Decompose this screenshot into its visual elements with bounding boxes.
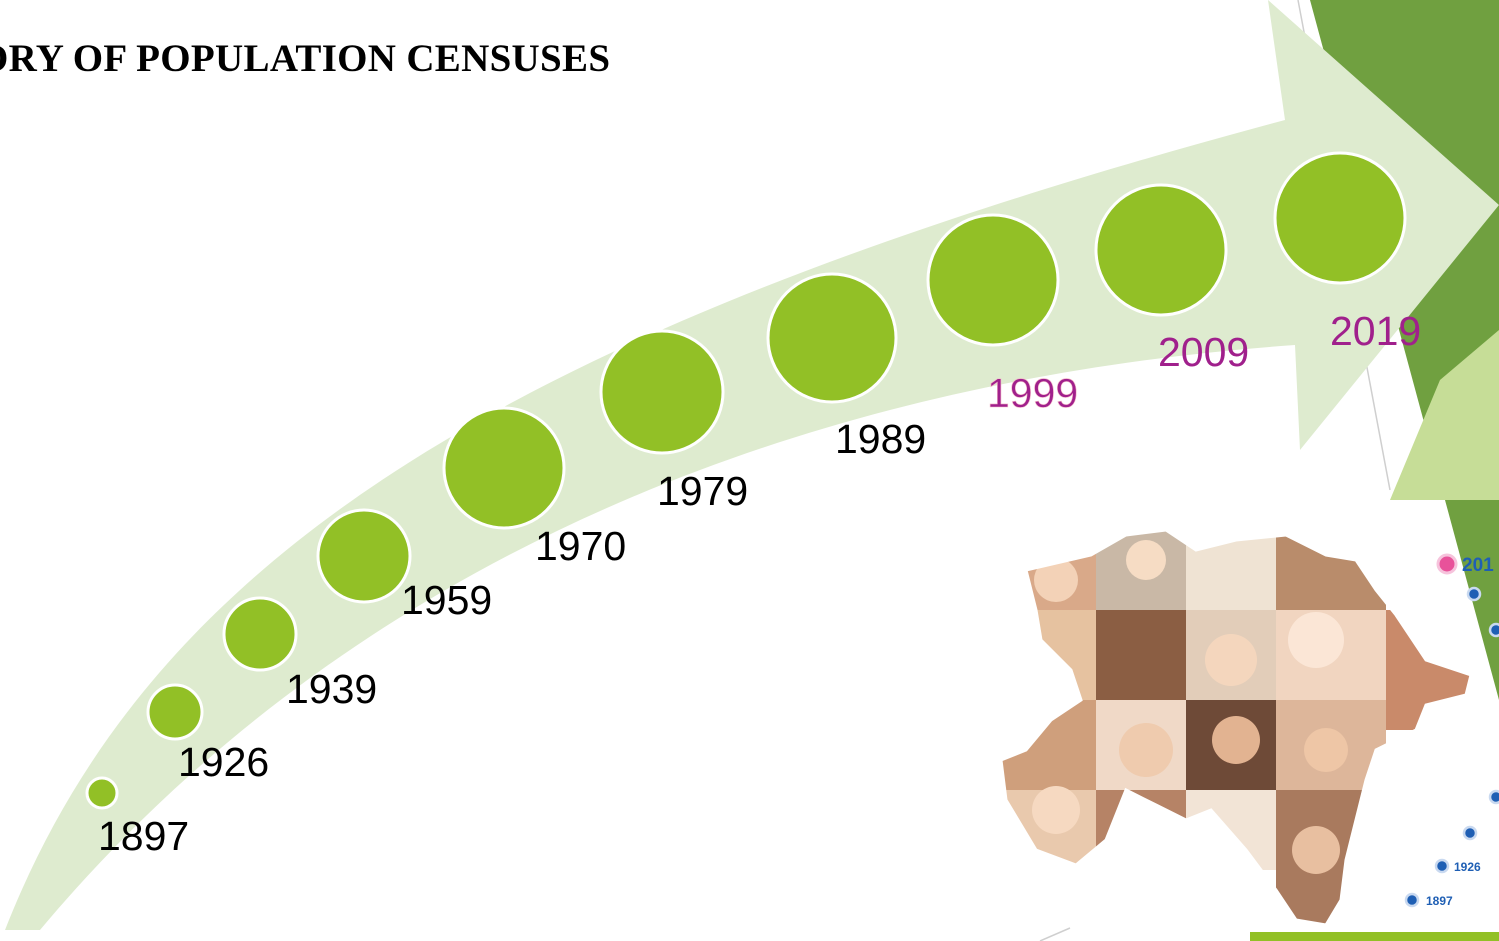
accent-green-corner — [1250, 932, 1499, 941]
year-label-1970: 1970 — [535, 523, 626, 569]
collage-tiles — [1001, 530, 1471, 925]
node-1939 — [222, 596, 298, 672]
timeline-nodes — [85, 151, 1407, 810]
year-label-1999: 1999 — [987, 370, 1078, 416]
legend-label-5: 1926 — [1454, 860, 1481, 874]
legend-dot-blue-icon — [1404, 892, 1420, 908]
collage-graphic: 201 1926 1897 — [999, 528, 1499, 927]
legend-label-0: 201 — [1462, 555, 1494, 576]
node-1897 — [85, 776, 119, 810]
legend-dot-blue-icon — [1466, 586, 1482, 602]
photo-collage-map: 201 1926 1897 — [996, 520, 1499, 941]
collage-legend: 201 1926 1897 — [1404, 553, 1499, 908]
node-1989 — [766, 272, 898, 404]
legend-dot-blue-icon — [1462, 825, 1478, 841]
year-label-1959: 1959 — [401, 577, 492, 623]
legend-dot-pink-icon — [1436, 553, 1458, 575]
node-1970 — [442, 406, 566, 530]
timeline-labels: 1897 1926 1939 1959 1970 1979 1989 1999 … — [98, 308, 1421, 859]
legend-label-6: 1897 — [1426, 894, 1453, 908]
year-label-2019: 2019 — [1330, 308, 1421, 354]
node-1979 — [599, 329, 725, 455]
year-label-1897: 1897 — [98, 813, 189, 859]
accent-green-light — [1390, 330, 1499, 500]
node-2009 — [1094, 183, 1228, 317]
year-label-2009: 2009 — [1158, 329, 1249, 375]
node-1999 — [926, 213, 1060, 347]
legend-dot-blue-icon — [1488, 622, 1499, 638]
year-label-1979: 1979 — [657, 468, 748, 514]
slide-title: ORY OF POPULATION CENSUSES — [0, 37, 611, 80]
year-label-1926: 1926 — [178, 739, 269, 785]
legend-dot-blue-icon — [1434, 858, 1450, 874]
node-1959 — [316, 508, 412, 604]
node-1926 — [146, 683, 204, 741]
accent-corner-line — [1039, 927, 1071, 941]
node-2019 — [1273, 151, 1407, 285]
year-label-1989: 1989 — [835, 416, 926, 462]
map-outline — [999, 528, 1473, 927]
legend-dot-blue-icon — [1488, 789, 1499, 805]
year-label-1939: 1939 — [286, 666, 377, 712]
